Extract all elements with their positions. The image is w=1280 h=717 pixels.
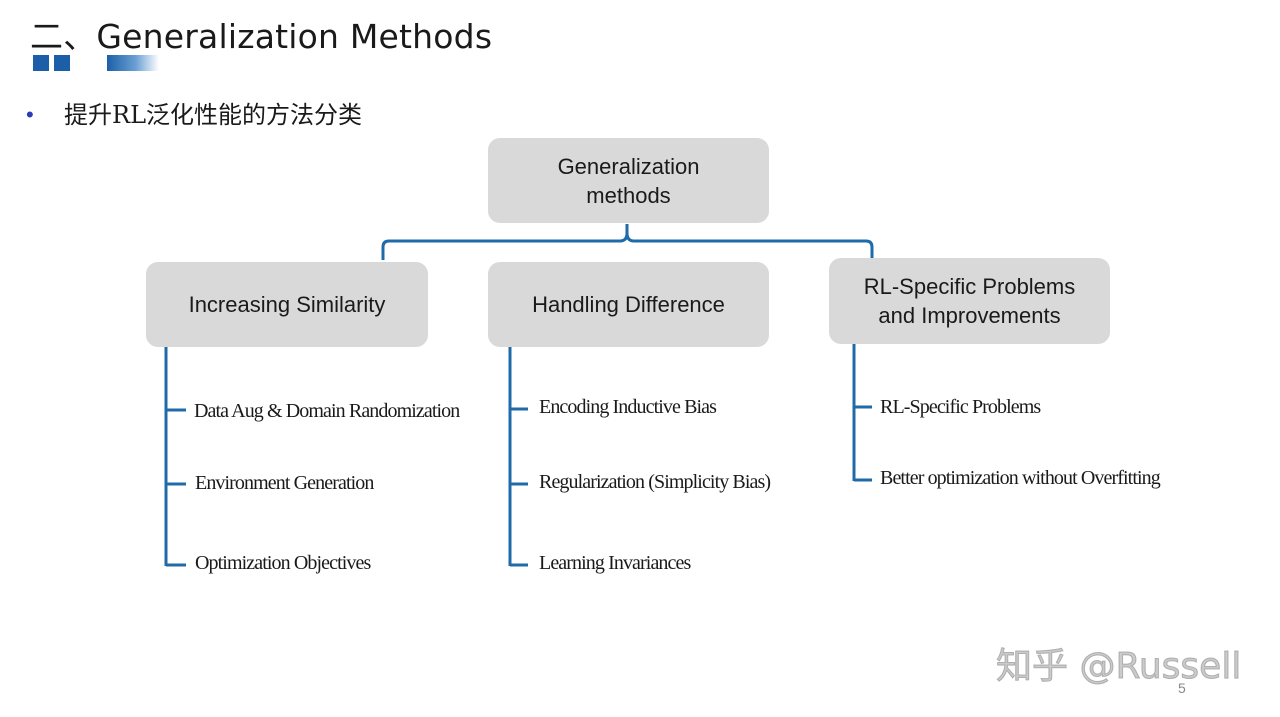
bullet-marker: • — [26, 102, 34, 127]
branch-node-label: RL-Specific Problems and Improvements — [863, 274, 1076, 328]
branch-node: RL-Specific Problems and Improvements — [829, 258, 1110, 344]
branch-node-label: Handling Difference — [532, 292, 725, 317]
watermark: 知乎 @Russell — [995, 646, 1242, 688]
leaf-item: RL-Specific Problems — [880, 396, 1041, 418]
title-decoration — [33, 55, 159, 71]
root-node: Generalization methods — [488, 138, 769, 223]
leaf-item: Learning Invariances — [539, 552, 691, 574]
branch-node-label: Increasing Similarity — [188, 292, 386, 317]
leaf-item: Environment Generation — [195, 472, 374, 494]
root-node-label: Generalization methods — [557, 153, 700, 208]
branch-node: Handling Difference — [488, 262, 769, 347]
leaf-item: Regularization (Simplicity Bias) — [539, 471, 771, 493]
leaf-item: Better optimization without Overfitting — [880, 467, 1161, 489]
branch-node: Increasing Similarity — [146, 262, 428, 347]
leaf-item: Encoding Inductive Bias — [539, 396, 717, 418]
leaf-item: Optimization Objectives — [195, 552, 371, 574]
bullet-text: 提升RL泛化性能的方法分类 — [64, 101, 363, 129]
title-decoration-square — [33, 55, 49, 71]
page-number: 5 — [1178, 680, 1186, 696]
slide-title: 二、Generalization Methods — [30, 17, 493, 56]
title-decoration-gradient-bar — [107, 55, 159, 71]
leaf-item: Data Aug & Domain Randomization — [194, 400, 460, 422]
root-brace — [381, 224, 874, 260]
title-decoration-square — [54, 55, 70, 71]
